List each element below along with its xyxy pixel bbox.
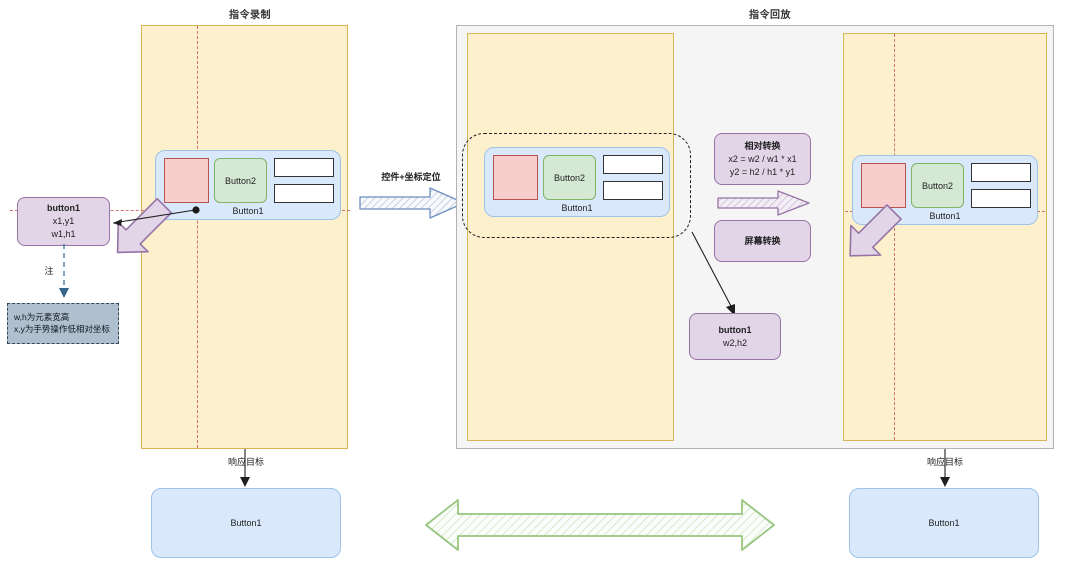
bridge-arrow-icon [359,187,465,219]
record-input-field-2[interactable] [274,184,334,203]
playback-source-button2[interactable]: Button2 [543,155,596,200]
record-result-button[interactable]: Button1 [151,488,341,558]
playback-selection-outline [462,133,691,238]
record-button2[interactable]: Button2 [214,158,267,203]
record-screen-panel [141,25,348,449]
playback-target-input-field-1[interactable] [971,163,1031,182]
record-callout-line3: w1,h1 [51,229,76,239]
record-widget-group[interactable]: Button2 Button1 [155,150,341,220]
bridge-arrow-label: 控件+坐标定位 [381,172,441,182]
playback-result-button-label: Button1 [928,518,960,528]
screen-transform-box: 屏幕转换 [714,220,811,262]
note-connector-label: 注 [44,266,54,276]
record-callout-box: button1 x1,y1 w1,h1 [17,197,110,246]
relative-transform-formula-y: y2 = h2 / h1 * y1 [729,166,796,177]
relative-transform-title: 相对转换 [744,140,781,151]
playback-target-input-field-2[interactable] [971,189,1031,208]
record-result-button-label: Button1 [230,518,262,528]
record-note-line2: x,y为手势操作低相对坐标 [14,324,110,334]
playback-result-line1: button1 [718,324,752,335]
playback-target-button2[interactable]: Button2 [911,163,964,208]
playback-result-button[interactable]: Button1 [849,488,1039,558]
record-note-box: w,h为元素宽高 x,y为手势操作低相对坐标 [7,303,119,344]
playback-source-widget-group[interactable]: Button2 Button1 [484,147,670,217]
target-vertical-guide [894,34,895,440]
section-title-playback: 指令回放 [749,10,791,21]
record-callout-line2: x1,y1 [52,216,75,226]
record-button2-label: Button2 [224,175,257,186]
playback-target-red-placeholder[interactable] [861,163,906,208]
record-callout-line1: button1 [47,203,80,213]
playback-source-input-field-1[interactable] [603,155,663,174]
playback-target-button2-label: Button2 [921,180,954,191]
playback-source-input-field-2[interactable] [603,181,663,200]
record-widget-group-label: Button1 [232,206,264,216]
screen-transform-title: 屏幕转换 [744,235,781,246]
playback-source-red-placeholder[interactable] [493,155,538,200]
equivalence-double-arrow-icon [425,499,775,551]
record-input-field-1[interactable] [274,158,334,177]
playback-source-button2-label: Button2 [553,172,586,183]
playback-result-callout: button1 w2,h2 [689,313,781,360]
playback-source-widget-group-label: Button1 [561,203,593,213]
playback-target-widget-group[interactable]: Button2 Button1 [852,155,1038,225]
record-response-label: 响应目标 [227,457,264,467]
record-note-line1: w,h为元素宽高 [14,312,70,322]
playback-target-widget-group-label: Button1 [929,211,961,221]
relative-transform-box: 相对转换 x2 = w2 / w1 * x1 y2 = h2 / h1 * y1 [714,133,811,185]
relative-transform-formula-x: x2 = w2 / w1 * x1 [728,153,797,164]
playback-response-label: 响应目标 [926,457,963,467]
section-title-record: 指令录制 [229,10,271,21]
playback-target-screen-panel [843,33,1047,441]
record-vertical-guide [197,26,198,448]
record-red-placeholder[interactable] [164,158,209,203]
playback-result-line2: w2,h2 [722,337,748,348]
